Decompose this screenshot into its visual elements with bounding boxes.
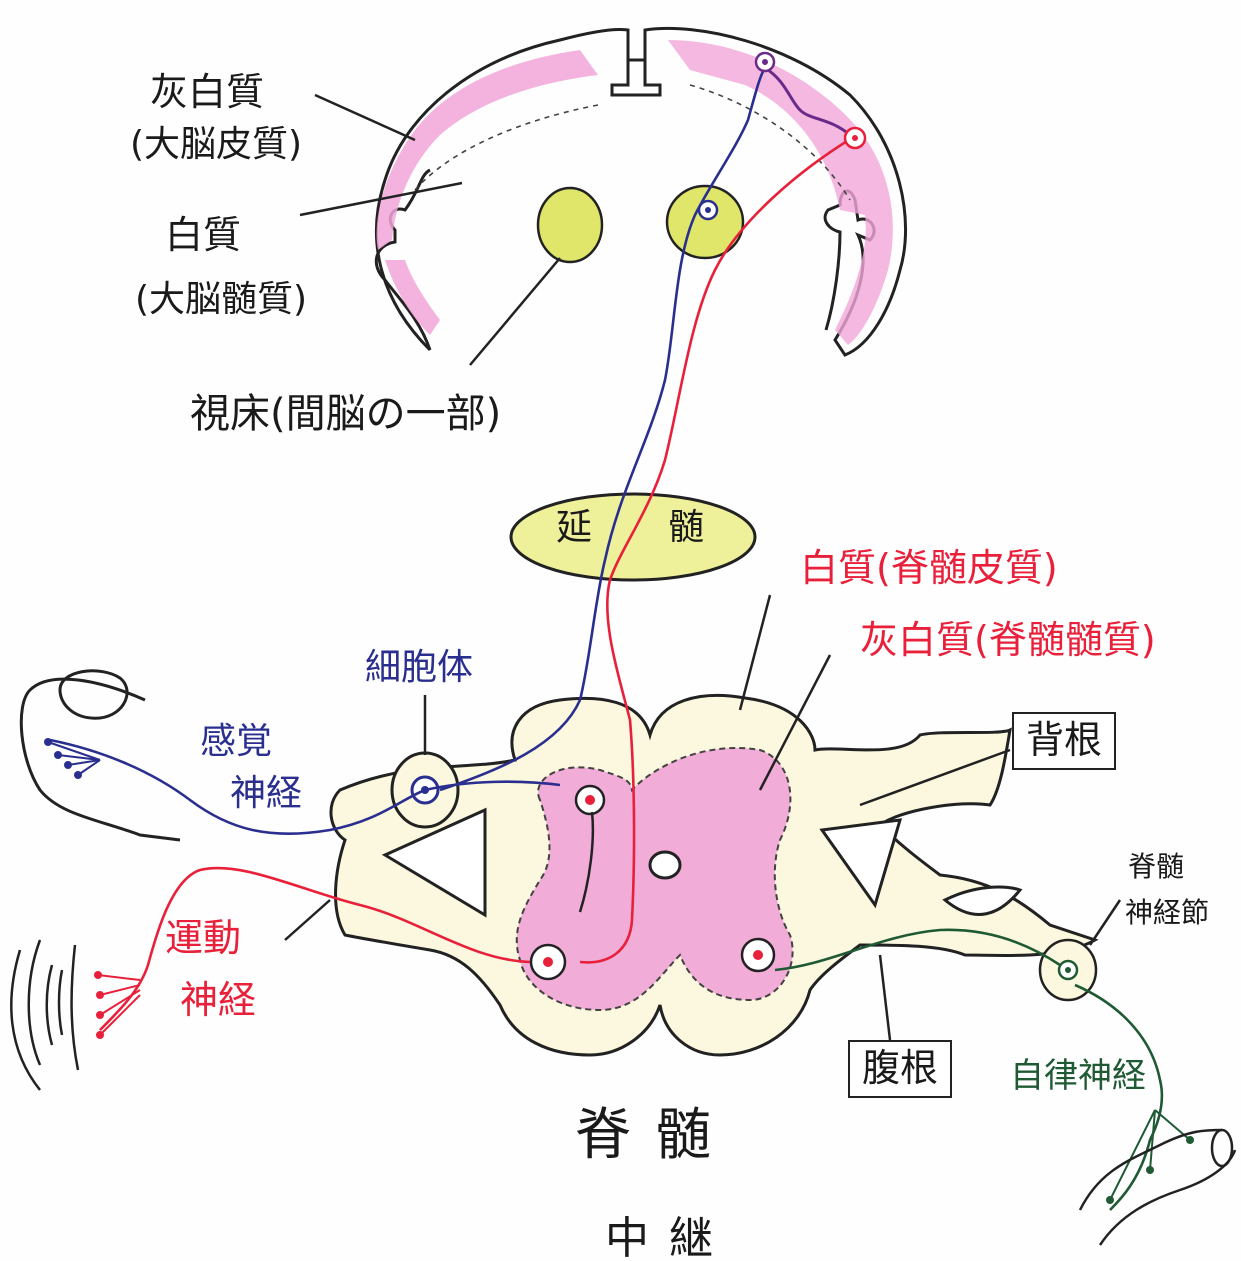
spinal-cord-title: 脊髄 <box>575 1105 735 1167</box>
central-canal <box>650 852 680 878</box>
ganglion-label-1: 脊髄 <box>1128 852 1184 883</box>
brain-white-matter-label: 白質 <box>165 215 241 257</box>
bottom-cut-label: 中継 <box>605 1215 733 1261</box>
medulla-right-label: 髄 <box>668 508 704 548</box>
dorsal-root-label: 背根 <box>1012 712 1116 770</box>
spinal-white-matter-label: 白質(脊髄皮質) <box>800 548 1058 590</box>
medulla-oval <box>511 494 755 580</box>
thalamus-left <box>538 188 602 262</box>
motor-nerve-label-2: 神経 <box>180 980 256 1022</box>
spinal-gray-matter-label: 灰白質(脊髄髄質) <box>860 620 1156 662</box>
brain-outline <box>376 28 905 355</box>
finger-outline <box>21 679 180 840</box>
ventral-root-label: 腹根 <box>848 1040 952 1098</box>
brain-white-matter-sub: (大脳髄質) <box>135 280 307 320</box>
brain-gray-matter-sub: (大脳皮質) <box>130 125 302 165</box>
autonomic-nerve-label: 自律神経 <box>1010 1058 1146 1095</box>
brain-gray-matter-label: 灰白質 <box>150 72 264 114</box>
medulla-left-label: 延 <box>556 508 592 548</box>
muscle-arcs <box>11 940 78 1090</box>
thalamus-label: 視床(間脳の一部) <box>190 392 501 436</box>
motor-nerve-label-1: 運動 <box>165 918 241 960</box>
brain-section <box>376 28 905 355</box>
cell-body-label: 細胞体 <box>365 648 473 688</box>
sensory-nerve-label-2: 神経 <box>230 774 302 814</box>
ganglion-label-2: 神経節 <box>1125 898 1209 929</box>
sensory-nerve-label-1: 感覚 <box>200 722 272 762</box>
brain-central-fissure <box>612 60 660 95</box>
